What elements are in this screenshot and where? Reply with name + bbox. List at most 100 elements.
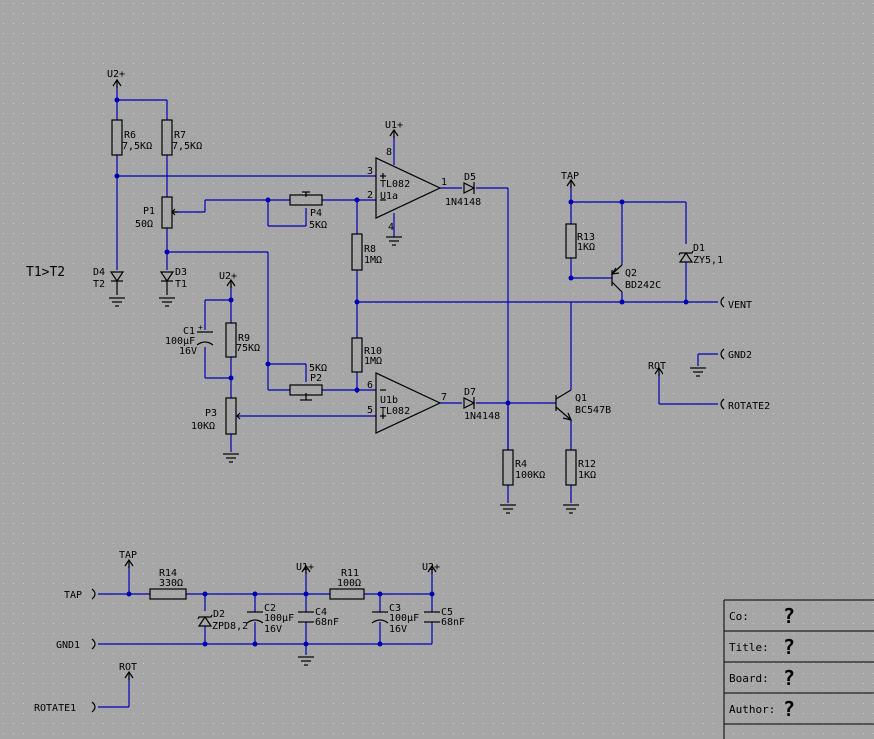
r13-body [565,223,577,259]
wires [98,86,718,708]
d3-label: D3 [175,267,187,278]
rot-low-label: ROT [119,662,137,673]
c2-label: C2 [264,603,276,614]
u2-top-label: U2+ [107,69,125,80]
q1-transistor-icon [555,389,573,421]
p1-value: 50Ω [135,219,153,230]
board-label: Board: [729,672,769,685]
r14-body [149,588,187,600]
author-value: ? [783,697,795,721]
r4-body [502,449,514,486]
tap-connector-icon [91,588,96,600]
c4-value: 68nF [315,617,339,628]
u1a-pin1: 1 [441,177,447,188]
p2-label: P2 [310,373,322,384]
d5-value: 1N4148 [445,197,481,208]
u1-top-arrow-icon [389,128,399,138]
d3-diode-icon [159,271,175,295]
u1b-pin6: 6 [367,380,373,391]
r8-value: 1MΩ [364,255,382,266]
c1-value: 100μF [165,336,195,347]
r12-label: R12 [578,459,596,470]
d1-value: ZY5,1 [693,255,723,266]
d7-diode-icon [463,397,476,409]
u1b-pin5: 5 [367,405,373,416]
p3-label: P3 [205,408,217,419]
d1-zener-icon [678,250,694,263]
r9-label: R9 [238,333,250,344]
p2-pot-icon [289,384,323,401]
c5-cap-icon [424,611,440,623]
ground-icon-d4 [109,297,125,307]
r13-label: R13 [577,232,595,243]
ground-icon-r12 [563,504,579,514]
r8-label: R8 [364,244,376,255]
u1-low-label: U1+ [296,562,314,573]
d2-value: ZPD8,2 [212,621,248,632]
d5-diode-icon [463,182,476,194]
c3-cap-icon [371,611,389,624]
r6-body [111,119,123,156]
c2-voltage: 16V [264,624,282,635]
u1b-opamp-icon [375,372,442,434]
c5-label: C5 [441,607,453,618]
u1b-name: U1b [380,395,398,406]
rot-mid-arrow-icon [654,366,664,376]
rotate1-label: ROTATE1 [34,703,76,714]
title-label: Title: [729,641,769,654]
r6-label: R6 [124,130,136,141]
r7-value: 7,5KΩ [172,141,202,152]
r10-label: R10 [364,346,382,357]
c2-value: 100μF [264,613,294,624]
r7-label: R7 [174,130,186,141]
d7-label: D7 [464,387,476,398]
c4-cap-icon [298,611,314,623]
p4-pot-icon [289,191,323,206]
r14-label: R14 [159,568,177,579]
c1-cap-icon: + [196,323,214,346]
r10-value: 1MΩ [364,356,382,367]
gnd1-label: GND1 [56,640,80,651]
vent-label: VENT [728,300,752,311]
r4-label: R4 [515,459,527,470]
r12-value: 1KΩ [578,470,596,481]
r13-value: 1KΩ [577,242,595,253]
tap-low-label: TAP [119,550,137,561]
c1-label: C1 [183,326,195,337]
u2-top-arrow-icon [112,78,122,88]
r9-value: 75KΩ [236,343,260,354]
p1-pot-icon [161,196,178,229]
p3-pot-icon [225,397,241,435]
d4-label: D4 [93,267,105,278]
p4-value: 5KΩ [309,220,327,231]
r4-value: 100KΩ [515,470,545,481]
c4-label: C4 [315,607,327,618]
r11-body [329,588,365,600]
u1-top-label: U1+ [385,120,403,131]
q2-label: Q2 [625,268,637,279]
svg-text:+: + [198,323,203,332]
ground-icon-p3 [223,453,239,463]
u1a-pin8: 8 [386,147,392,158]
rotate2-connector-icon [720,398,725,410]
d1-label: D1 [693,243,705,254]
rot-low-arrow-icon [124,670,134,680]
r9-body [225,322,237,358]
r8-body [351,233,363,271]
d2-zener-icon [197,614,213,627]
q2-value: BD242C [625,280,661,291]
r6-value: 7,5KΩ [122,141,152,152]
board-value: ? [783,666,795,690]
labels: U2+ U1+ U2+ TAP T1>T2 R6 7,5KΩ R7 7,5KΩ … [26,69,770,714]
junctions [114,97,689,647]
c3-value: 100μF [389,613,419,624]
u1-low-arrow-icon [301,564,311,574]
d5-label: D5 [464,172,476,183]
d2-label: D2 [213,609,225,620]
r10-body [351,337,363,373]
ground-icon-r4 [500,504,516,514]
c5-value: 68nF [441,617,465,628]
tap-in-label: TAP [64,590,82,601]
q1-value: BC547B [575,405,611,416]
